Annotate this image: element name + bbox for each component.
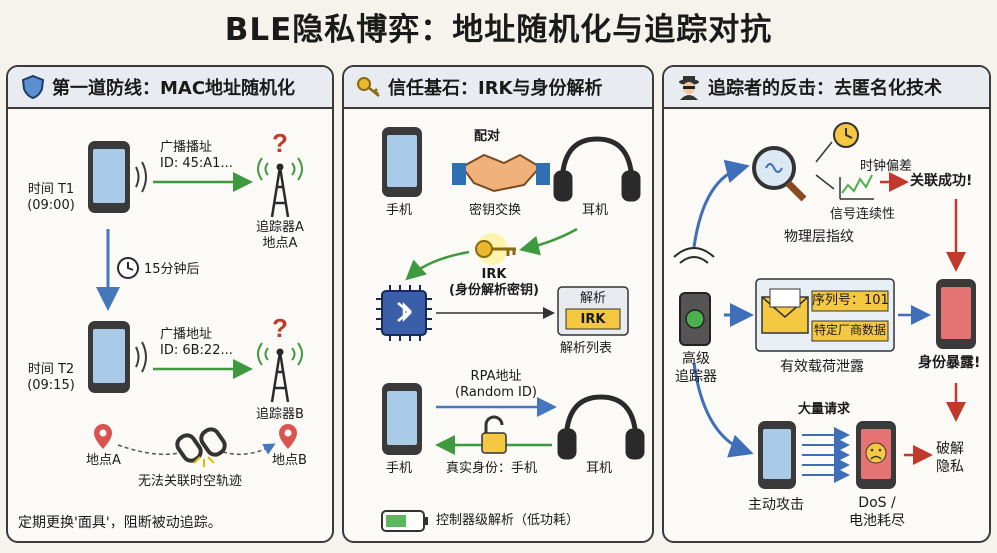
- attack-arrow: [692, 362, 754, 458]
- identity-exposed-label: 身份暴露!: [918, 355, 981, 371]
- tracker-b-label: 追踪器B: [256, 407, 304, 422]
- phone-icon: [88, 141, 130, 213]
- headphones-icon: [553, 136, 641, 202]
- irk-label: IRK(身份解析密钥): [449, 267, 539, 299]
- pairing-label: 配对: [474, 129, 501, 144]
- exposed-phone-icon: [936, 279, 976, 349]
- place-a-label: 地点A: [86, 453, 121, 468]
- svg-text:?: ?: [272, 313, 288, 343]
- phone-label: 手机: [386, 203, 413, 218]
- clock-skew-label: 时钟偏差: [860, 159, 913, 174]
- tracker-tower-icon: ?: [257, 313, 303, 403]
- phy-fingerprint-label: 物理层指纹: [784, 229, 854, 245]
- signal-waves-icon: [135, 341, 147, 373]
- controller-label: 控制器级解析（低功耗）: [436, 513, 580, 528]
- shield-icon: [21, 74, 45, 100]
- panel-deanonymization: 追踪者的反击：去匿名化技术: [662, 65, 991, 543]
- time-t2: 时间 T2(09:15): [27, 362, 75, 394]
- panel-header: 信任基石：IRK与身份解析: [344, 67, 652, 109]
- key-icon: [357, 77, 380, 97]
- key-arrow: [519, 227, 578, 256]
- tracker-tower-icon: ?: [257, 128, 303, 218]
- panel-mac-randomization: 第一道防线：MAC地址随机化 ?: [6, 65, 334, 543]
- panel-header: 第一道防线：MAC地址随机化: [8, 67, 332, 109]
- payload-leak-label: 有效载荷泄露: [780, 359, 864, 375]
- panel-header: 追踪者的反击：去匿名化技术: [664, 67, 989, 109]
- vendor-data-label: 特定厂商数据: [813, 323, 886, 337]
- irk-entry-label: IRK: [580, 312, 606, 327]
- signal-waves-icon: [135, 161, 147, 193]
- serial-tag: [811, 290, 889, 312]
- svg-text:?: ?: [272, 128, 288, 158]
- headphones-icon: [557, 394, 645, 460]
- vendor-tag: [811, 320, 889, 342]
- broken-chain-icon: [175, 427, 227, 467]
- dos-label: DoS /电池耗尽: [849, 495, 905, 529]
- serial-label: 序列号：101: [812, 293, 889, 308]
- crack-privacy-label: 破解隐私: [936, 441, 964, 475]
- sad-phone-icon: [856, 421, 896, 489]
- signal-continuity-label: 信号连续性: [830, 207, 896, 222]
- phone-icon: [382, 383, 422, 455]
- location-pin-icon: [94, 424, 112, 449]
- rpa-label: RPA地址(Random ID): [455, 369, 537, 401]
- envelope-icon: [761, 288, 809, 334]
- panel1-footer: 定期更换'面具'，阻断被动追踪。: [18, 515, 222, 531]
- key-arrow: [405, 250, 470, 281]
- page-title: BLE隐私博弈：地址随机化与追踪对抗: [224, 12, 773, 48]
- panel-header-label: 追踪者的反击：去匿名化技术: [708, 78, 942, 99]
- dashed-path: [222, 443, 276, 456]
- panel-header-label: 信任基石：IRK与身份解析: [388, 78, 603, 99]
- mass-requests-label: 大量请求: [798, 402, 851, 417]
- resolve-box-title: 解析: [579, 291, 606, 306]
- request-arrows: [802, 427, 850, 483]
- clock-icon: [833, 122, 859, 148]
- time-t1: 时间 T1(09:00): [27, 182, 75, 214]
- interval-label: 15分钟后: [144, 262, 200, 277]
- active-attack-label: 主动攻击: [748, 497, 804, 513]
- clock-icon: [117, 257, 139, 279]
- phone-icon: [88, 321, 130, 393]
- signal-chart-icon: [839, 174, 874, 200]
- unlock-icon: [481, 415, 507, 454]
- connector-line: [815, 141, 833, 163]
- no-link-label: 无法关联时空轨迹: [138, 474, 243, 489]
- panel-header-label: 第一道防线：MAC地址随机化: [52, 78, 296, 99]
- true-identity-label: 真实身份：手机: [446, 461, 538, 476]
- panel3-drawing: [673, 122, 976, 489]
- attacker-phone-icon: [758, 421, 796, 489]
- resolve-list-label: 解析列表: [560, 341, 613, 356]
- attack-arrow: [692, 159, 750, 248]
- battery-icon: [381, 510, 428, 532]
- handshake-icon: [452, 153, 550, 193]
- panel1-drawing: ? ?: [88, 128, 303, 467]
- panel2-drawing: [376, 127, 645, 532]
- earphone-label: 耳机: [586, 461, 613, 476]
- place-b-label: 地点B: [272, 453, 307, 468]
- advanced-tracker-label: 高级追踪器: [675, 351, 717, 385]
- link-success-label: 关联成功!: [910, 173, 973, 189]
- bluetooth-chip-icon: [376, 285, 432, 341]
- spy-icon: [679, 76, 699, 100]
- dashed-path: [117, 444, 184, 456]
- magnifier-icon: [752, 146, 807, 202]
- phone-icon: [382, 127, 422, 197]
- key-exchange-label: 密钥交换: [469, 203, 522, 218]
- tracker-device-icon: [673, 247, 715, 346]
- irk-entry: [565, 308, 621, 330]
- connector-line: [815, 174, 835, 190]
- earphone-label: 耳机: [582, 203, 609, 218]
- location-pin-icon: [279, 424, 297, 449]
- phone-label: 手机: [386, 461, 413, 476]
- panel-irk-resolution: 信任基石：IRK与身份解析: [342, 65, 654, 543]
- irk-key-icon: [475, 233, 516, 265]
